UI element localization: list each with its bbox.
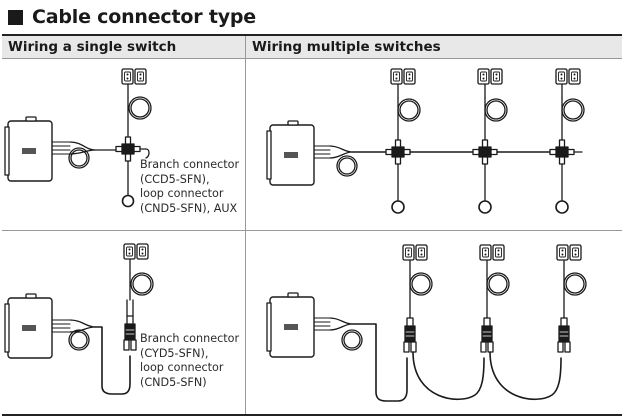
single-switch-y-diagram	[4, 243, 154, 395]
label-line: Branch connector	[140, 332, 240, 345]
safety-switch-icon	[402, 244, 428, 261]
safety-switch-icon	[477, 68, 503, 85]
branch-connector-label-bottom: Branch connector (CYD5-SFN), loop connec…	[140, 332, 239, 390]
terminator-icon	[478, 200, 492, 214]
safety-switch-icon	[390, 68, 416, 85]
terminator-icon	[121, 194, 135, 208]
single-switch-branch-diagram	[4, 68, 152, 208]
controller-box-icon	[266, 292, 315, 358]
label-line: loop connector	[140, 187, 224, 200]
column-header-single-text: Wiring a single switch	[8, 39, 177, 55]
cable-coil-icon	[68, 147, 90, 169]
controller-box-icon	[266, 120, 315, 186]
safety-switch-icon	[556, 244, 582, 261]
connector-table: Wiring a single switch Wiring multiple s…	[2, 34, 622, 416]
terminator-icon	[391, 200, 405, 214]
y-connector-icon	[480, 317, 494, 353]
row-divider	[2, 230, 622, 231]
terminator-icon	[555, 200, 569, 214]
safety-switch-icon	[555, 68, 581, 85]
y-connector-icon	[557, 317, 571, 353]
label-line: Branch connector	[140, 158, 240, 171]
label-line: (CND5-SFN)	[140, 375, 207, 389]
column-header-multiple-text: Wiring multiple switches	[252, 39, 441, 55]
branch-connector-icon	[472, 139, 498, 165]
safety-switch-icon	[479, 244, 505, 261]
multi-switch-branch-diagram	[266, 68, 585, 214]
branch-connector-icon	[549, 139, 575, 165]
label-line: (CND5-SFN), AUX	[140, 201, 238, 215]
y-connector-icon	[123, 315, 137, 351]
title-square-icon	[8, 9, 23, 25]
controller-box-icon	[4, 116, 53, 182]
section-title-text: Cable connector type	[32, 6, 256, 28]
multi-switch-y-diagram	[266, 244, 587, 402]
safety-switch-icon	[121, 68, 147, 85]
controller-box-icon	[4, 293, 53, 359]
label-line: (CCD5-SFN),	[140, 172, 210, 186]
branch-connector-label-top: Branch connector (CCD5-SFN), loop connec…	[140, 158, 239, 216]
branch-connector-icon	[115, 136, 141, 162]
label-line: (CYD5-SFN),	[140, 346, 209, 360]
section-title: Cable connector type	[8, 3, 256, 31]
cable-coil-icon	[128, 96, 152, 120]
branch-connector-icon	[385, 139, 411, 165]
safety-switch-icon	[123, 243, 149, 260]
column-header-multiple: Wiring multiple switches	[246, 36, 622, 59]
label-line: loop connector	[140, 361, 224, 374]
y-connector-icon	[403, 317, 417, 353]
column-divider	[245, 36, 246, 414]
column-header-single: Wiring a single switch	[2, 36, 245, 59]
